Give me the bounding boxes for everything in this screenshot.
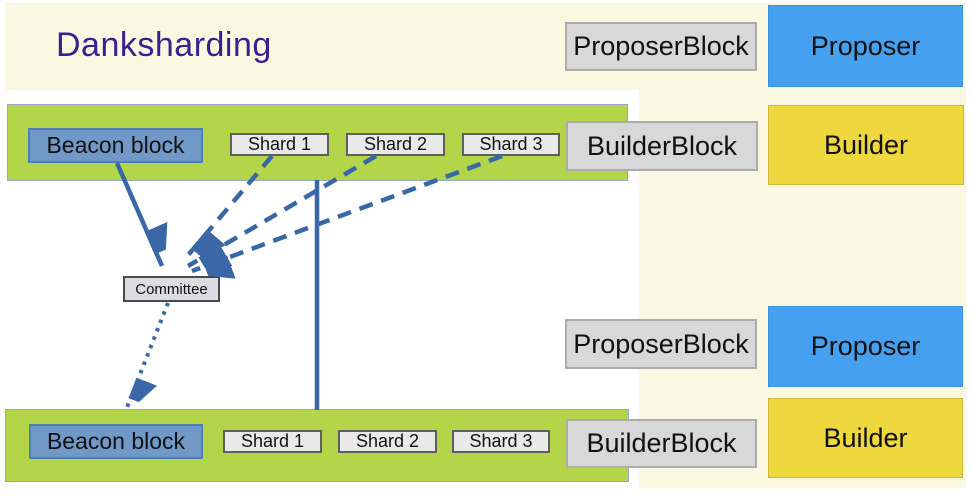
builder-text: Builder bbox=[823, 422, 908, 453]
proposer-text: Proposer bbox=[810, 331, 921, 361]
shard-text: Shard 3 bbox=[479, 134, 543, 154]
proposer-block-label-top: ProposerBlock bbox=[565, 22, 757, 71]
shard-text: Shard 2 bbox=[355, 431, 420, 451]
shard-3-top: Shard 3 bbox=[462, 133, 560, 156]
committee-box: Committee bbox=[123, 276, 220, 302]
proposer-block-text: ProposerBlock bbox=[573, 328, 749, 359]
shard-text: Shard 1 bbox=[247, 134, 312, 154]
shard-2-bottom: Shard 2 bbox=[338, 430, 437, 453]
beacon-block-top: Beacon block bbox=[28, 128, 203, 163]
committee-text: Committee bbox=[135, 280, 208, 298]
builder-block-label-bottom: BuilderBlock bbox=[566, 419, 757, 468]
builder-box-top: Builder bbox=[768, 105, 964, 185]
shard-1-top: Shard 1 bbox=[230, 133, 329, 156]
proposer-box-bottom: Proposer bbox=[768, 306, 963, 387]
beacon-block-text: Beacon block bbox=[46, 132, 185, 158]
shard-text: Shard 3 bbox=[469, 431, 533, 451]
beacon-block-text: Beacon block bbox=[46, 428, 186, 454]
shard-text: Shard 2 bbox=[363, 134, 428, 154]
builder-text: Builder bbox=[823, 129, 909, 160]
shard-2-top: Shard 2 bbox=[346, 133, 445, 156]
proposer-text: Proposer bbox=[810, 30, 921, 61]
proposer-block-label-bottom: ProposerBlock bbox=[565, 319, 757, 369]
shard-3-bottom: Shard 3 bbox=[452, 430, 550, 453]
proposer-block-text: ProposerBlock bbox=[573, 31, 749, 61]
beacon-block-bottom: Beacon block bbox=[29, 424, 203, 459]
proposer-box-top: Proposer bbox=[768, 5, 963, 87]
page-title: Danksharding bbox=[56, 26, 272, 64]
builder-box-bottom: Builder bbox=[768, 398, 963, 478]
shard-text: Shard 1 bbox=[240, 431, 305, 451]
builder-block-text: BuilderBlock bbox=[586, 428, 737, 458]
shard-1-bottom: Shard 1 bbox=[223, 430, 322, 453]
builder-block-label-top: BuilderBlock bbox=[566, 121, 758, 171]
builder-block-text: BuilderBlock bbox=[586, 130, 738, 161]
